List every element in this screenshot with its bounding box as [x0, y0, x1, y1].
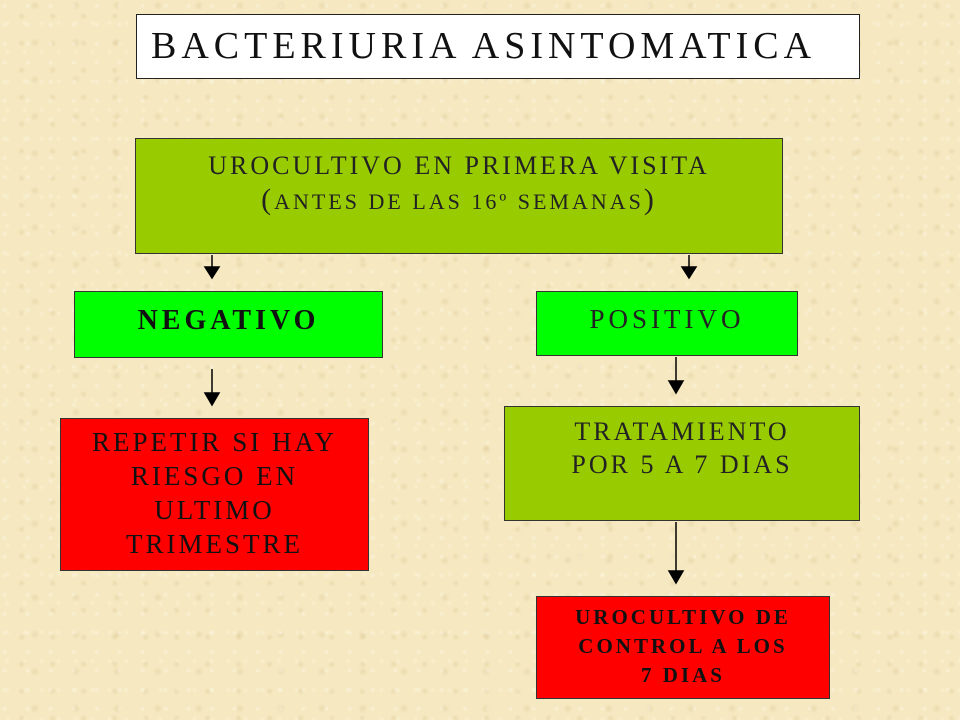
- control-line-3: 7 DIAS: [641, 663, 725, 687]
- urocultivo-line-2: (ANTES DE LAS 16º SEMANAS): [136, 183, 782, 219]
- title-box: BACTERIURIA ASINTOMATICA: [136, 14, 860, 79]
- control-line-2: CONTROL A LOS: [578, 634, 788, 658]
- positivo-label: POSITIVO: [589, 304, 745, 334]
- urocultivo-line-1: UROCULTIVO EN PRIMERA VISITA: [208, 151, 710, 180]
- tratamiento-line-2: POR 5 A 7 DIAS: [571, 450, 793, 479]
- urocultivo-control-box: UROCULTIVO DE CONTROL A LOS 7 DIAS: [536, 596, 830, 699]
- negativo-label: NEGATIVO: [137, 305, 320, 336]
- urocultivo-primera-visita-box: UROCULTIVO EN PRIMERA VISITA (ANTES DE L…: [135, 138, 783, 254]
- repetir-line-3: ULTIMO: [154, 495, 275, 525]
- diagram-title: BACTERIURIA ASINTOMATICA: [151, 25, 817, 67]
- arrow-to-tratamiento: [667, 357, 685, 395]
- repetir-line-2: RIESGO EN: [130, 461, 299, 491]
- control-line-1: UROCULTIVO DE: [575, 605, 791, 629]
- negativo-box: NEGATIVO: [74, 291, 383, 358]
- arrow-to-positivo: [680, 255, 698, 280]
- tratamiento-box: TRATAMIENTO POR 5 A 7 DIAS: [504, 406, 860, 521]
- repetir-line-1: REPETIR SI HAY: [91, 427, 338, 457]
- paren-open: (: [261, 183, 275, 216]
- arrow-to-repetir: [203, 369, 221, 407]
- repetir-box: REPETIR SI HAY RIESGO EN ULTIMO TRIMESTR…: [60, 418, 369, 571]
- urocultivo-line-2-text: ANTES DE LAS 16º SEMANAS: [274, 189, 644, 214]
- arrow-to-negativo: [203, 255, 221, 280]
- arrow-to-control: [667, 522, 685, 585]
- positivo-box: POSITIVO: [536, 291, 798, 356]
- paren-close: ): [643, 183, 657, 216]
- tratamiento-line-1: TRATAMIENTO: [574, 417, 790, 446]
- repetir-line-4: TRIMESTRE: [125, 529, 303, 559]
